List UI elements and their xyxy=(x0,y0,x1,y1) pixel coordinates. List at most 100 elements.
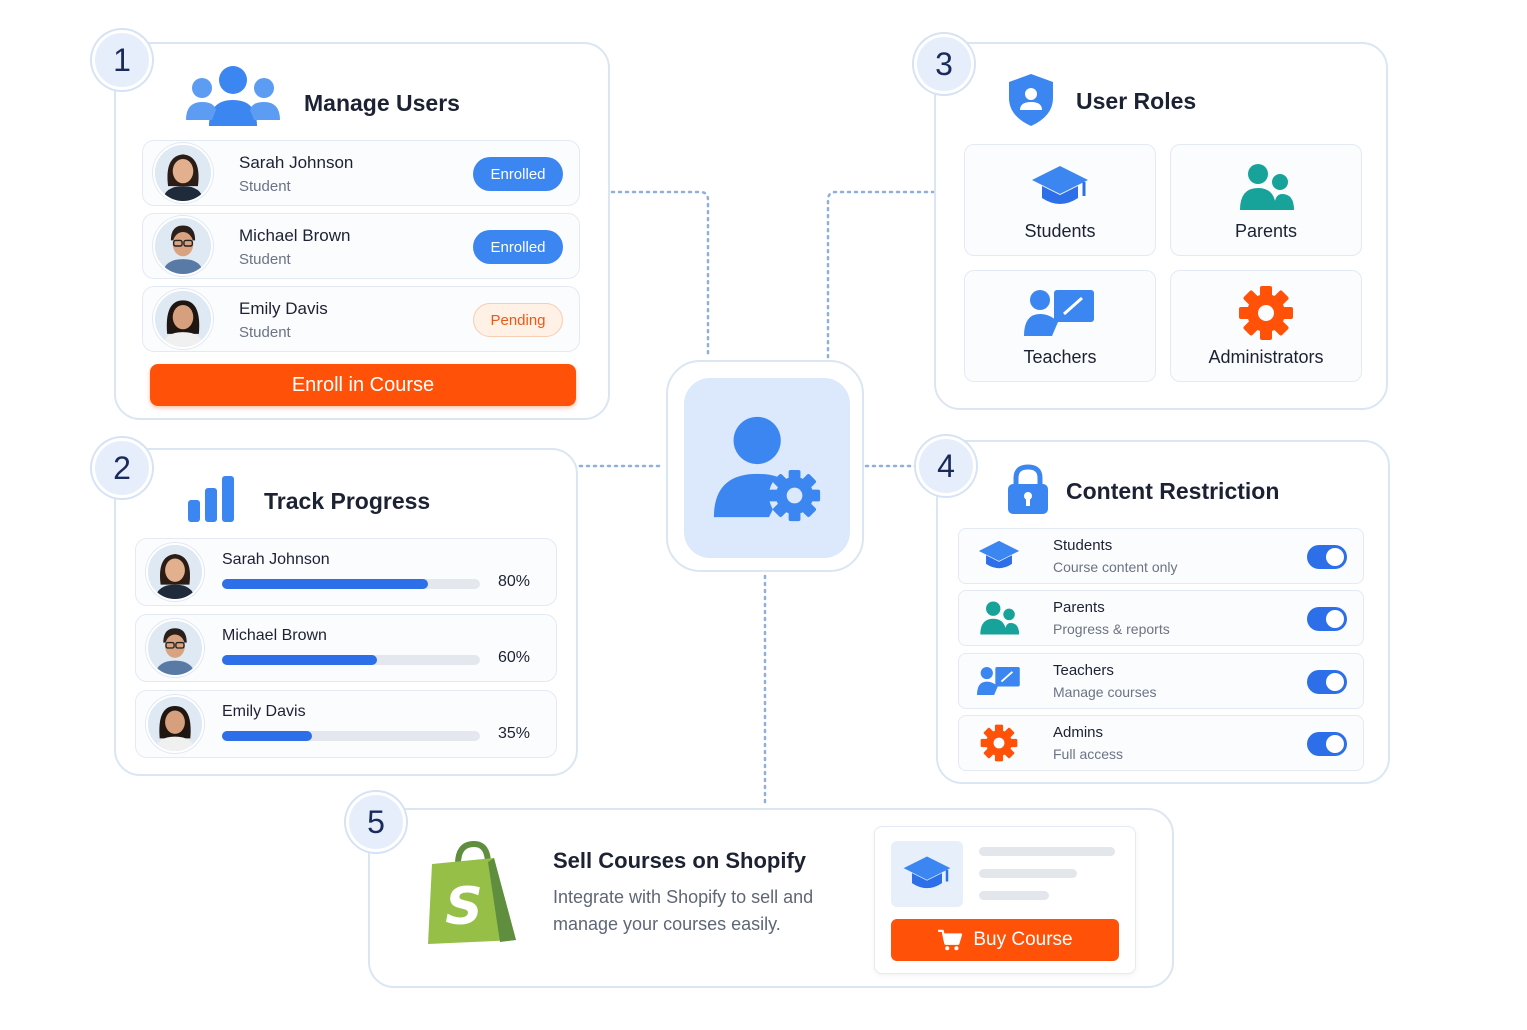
parents-icon xyxy=(977,599,1021,637)
user-row[interactable]: Michael Brown Student Enrolled xyxy=(142,213,580,279)
role-card-students[interactable]: Students xyxy=(964,144,1156,256)
enroll-in-course-button[interactable]: Enroll in Course xyxy=(150,364,576,406)
gear-icon xyxy=(977,724,1021,762)
restriction-subtitle: Full access xyxy=(1053,746,1124,762)
restriction-toggle[interactable] xyxy=(1307,545,1347,569)
restriction-title: Parents xyxy=(1053,599,1105,616)
progress-percent: 60% xyxy=(498,649,531,666)
user-name: Michael Brown xyxy=(239,226,351,245)
avatar xyxy=(146,543,204,601)
progress-row: Michael Brown 60% xyxy=(135,614,557,682)
toggle-knob xyxy=(1326,673,1344,691)
progress-fill xyxy=(222,731,313,741)
avatar xyxy=(153,289,213,349)
progress-fill xyxy=(222,579,429,589)
status-badge: Pending xyxy=(473,303,563,337)
toggle-knob xyxy=(1326,610,1344,628)
buy-course-label: Buy Course xyxy=(973,929,1073,950)
restriction-toggle[interactable] xyxy=(1307,670,1347,694)
restriction-toggle[interactable] xyxy=(1307,607,1347,631)
status-badge: Enrolled xyxy=(473,157,563,191)
step-number-badge: 1 xyxy=(92,30,152,90)
graduation-cap-icon xyxy=(891,841,963,907)
user-row[interactable]: Sarah Johnson Student Enrolled xyxy=(142,140,580,206)
restriction-row-teachers: Teachers Manage courses xyxy=(958,653,1364,709)
progress-row: Sarah Johnson 80% xyxy=(135,538,557,606)
track-progress-panel: Track Progress Sarah Johnson 80% Michael… xyxy=(114,448,578,776)
restriction-title: Students xyxy=(1053,537,1113,554)
user-name: Emily Davis xyxy=(239,299,328,318)
avatar xyxy=(153,216,213,276)
restriction-title: Teachers xyxy=(1053,662,1114,679)
restriction-subtitle: Manage courses xyxy=(1053,684,1157,700)
role-label: Students xyxy=(1024,221,1096,241)
shopify-title: Sell Courses on Shopify xyxy=(553,848,807,873)
avatar xyxy=(146,695,204,753)
progress-percent: 80% xyxy=(498,573,531,590)
restriction-row-students: Students Course content only xyxy=(958,528,1364,584)
progress-track xyxy=(222,655,480,665)
step-number-badge: 4 xyxy=(916,436,976,496)
shopify-panel: S Sell Courses on Shopify Integrate with… xyxy=(368,808,1174,988)
step-number-badge: 5 xyxy=(346,792,406,852)
role-label: Teachers xyxy=(1023,347,1097,367)
progress-percent: 35% xyxy=(498,725,531,742)
role-label: Parents xyxy=(1234,221,1298,241)
buy-course-button[interactable]: Buy Course xyxy=(891,919,1119,961)
restriction-subtitle: Course content only xyxy=(1053,559,1178,575)
restriction-subtitle: Progress & reports xyxy=(1053,621,1170,637)
user-role: Student xyxy=(239,324,291,341)
shield-user-icon xyxy=(1006,72,1056,128)
role-card-administrators[interactable]: Administrators xyxy=(1170,270,1362,382)
progress-name: Michael Brown xyxy=(222,627,327,644)
user-role: Student xyxy=(239,178,291,195)
role-label: Administrators xyxy=(1208,347,1324,367)
restriction-row-admins: Admins Full access xyxy=(958,715,1364,771)
role-card-parents[interactable]: Parents xyxy=(1170,144,1362,256)
user-row[interactable]: Emily Davis Student Pending xyxy=(142,286,580,352)
progress-name: Sarah Johnson xyxy=(222,551,330,568)
avatar xyxy=(146,619,204,677)
shopify-description: Integrate with Shopify to sell and manag… xyxy=(553,887,814,934)
gear-icon xyxy=(1171,285,1361,341)
user-roles-title: User Roles xyxy=(1076,88,1197,114)
step-number-badge: 3 xyxy=(914,34,974,94)
svg-text:S: S xyxy=(445,877,482,937)
restriction-row-parents: Parents Progress & reports xyxy=(958,590,1364,646)
bar-chart-icon xyxy=(186,474,238,522)
progress-track xyxy=(222,579,480,589)
progress-fill xyxy=(222,655,377,665)
toggle-knob xyxy=(1326,548,1344,566)
teacher-board-icon xyxy=(977,662,1021,700)
cart-icon xyxy=(937,929,963,951)
user-name: Sarah Johnson xyxy=(239,153,354,172)
user-roles-panel: User Roles Students Parents xyxy=(934,42,1388,410)
placeholder-line xyxy=(979,891,1049,900)
manage-users-title: Manage Users xyxy=(304,90,460,116)
user-role: Student xyxy=(239,251,291,268)
placeholder-line xyxy=(979,847,1115,856)
user-settings-icon xyxy=(684,378,850,558)
progress-row: Emily Davis 35% xyxy=(135,690,557,758)
step-number-badge: 2 xyxy=(92,438,152,498)
content-restriction-panel: Content Restriction Students Course cont… xyxy=(936,440,1390,784)
shopify-bag-icon: S xyxy=(424,840,522,946)
avatar xyxy=(153,143,213,203)
progress-track xyxy=(222,731,480,741)
central-hub xyxy=(666,360,864,572)
manage-users-panel: Manage Users Sarah Johnson Student Enrol… xyxy=(114,42,610,420)
users-group-icon xyxy=(186,64,280,128)
toggle-knob xyxy=(1326,735,1344,753)
progress-name: Emily Davis xyxy=(222,703,306,720)
restriction-toggle[interactable] xyxy=(1307,732,1347,756)
track-progress-title: Track Progress xyxy=(264,488,431,514)
lock-icon xyxy=(1006,464,1050,516)
role-card-teachers[interactable]: Teachers xyxy=(964,270,1156,382)
course-product-card: Buy Course xyxy=(874,826,1136,974)
parents-icon xyxy=(1171,159,1361,215)
content-restriction-title: Content Restriction xyxy=(1066,478,1280,504)
status-badge: Enrolled xyxy=(473,230,563,264)
placeholder-line xyxy=(979,869,1077,878)
graduation-cap-icon xyxy=(977,537,1021,575)
graduation-cap-icon xyxy=(965,159,1155,215)
